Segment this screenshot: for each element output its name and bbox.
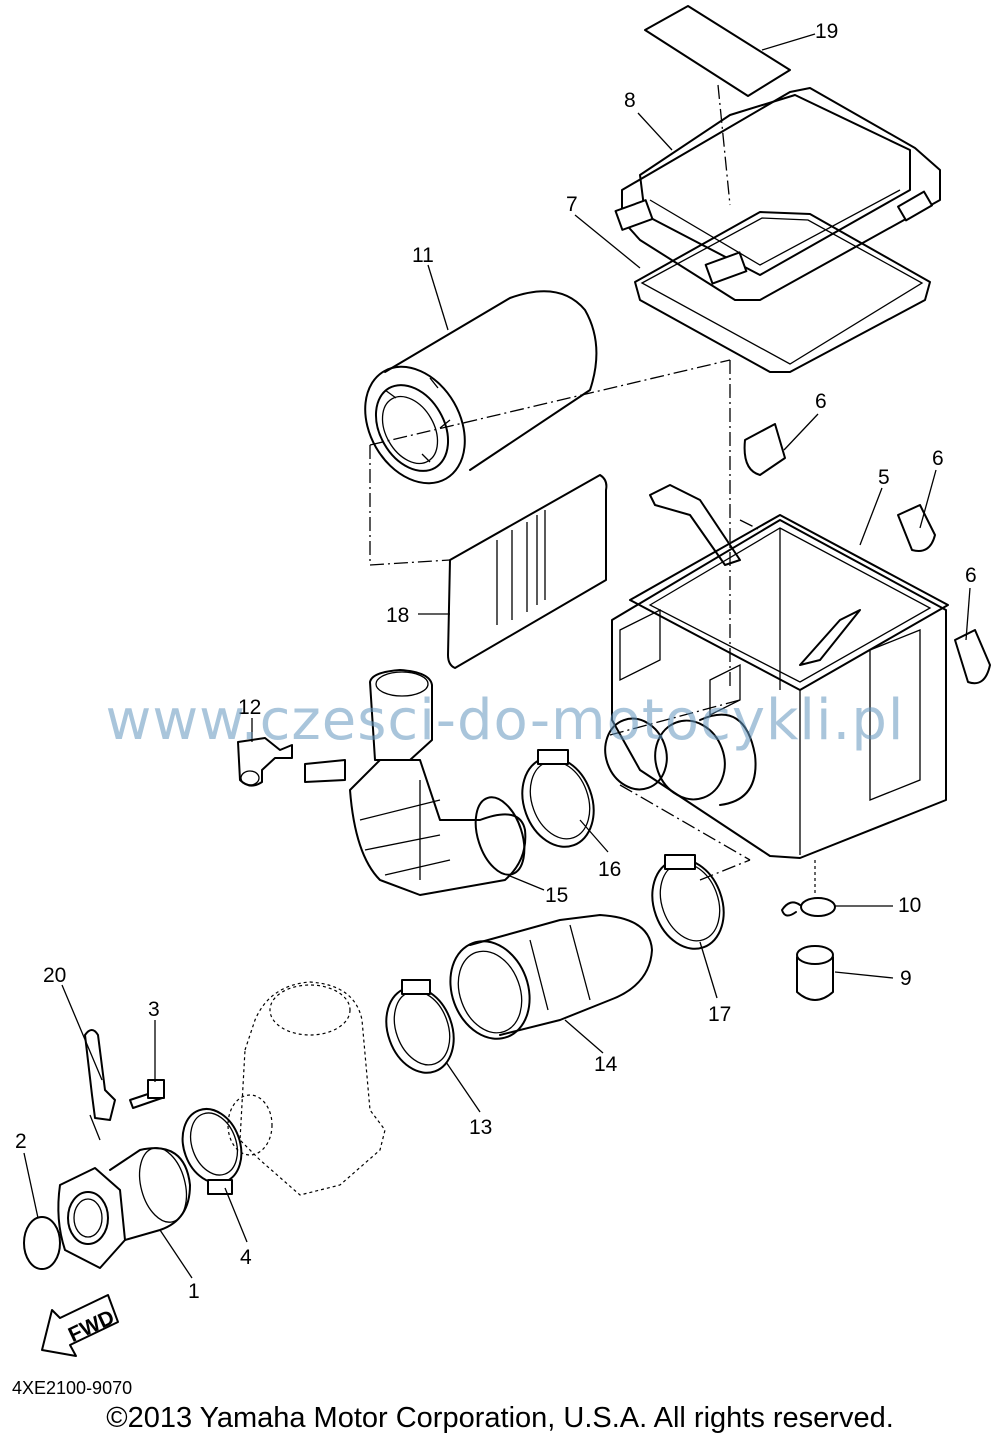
callout-16: 16 bbox=[598, 858, 621, 881]
carburetor-ghost bbox=[227, 981, 386, 1196]
callout-numbers: 19 8 7 11 6 6 5 6 18 12 16 15 10 9 20 3 … bbox=[15, 20, 977, 1303]
callout-5: 5 bbox=[878, 466, 890, 489]
fwd-arrow: FWD bbox=[41, 1294, 119, 1357]
assembly-lines bbox=[369, 84, 816, 895]
callout-10: 10 bbox=[898, 894, 921, 917]
part-13-clamp bbox=[385, 979, 455, 1074]
part-1-joint bbox=[57, 1147, 191, 1269]
part-10-clip bbox=[781, 897, 836, 917]
callout-6a: 6 bbox=[815, 390, 827, 413]
part-14-joint bbox=[449, 914, 653, 1040]
part-8-cover bbox=[614, 87, 941, 301]
copyright-notice: ©2013 Yamaha Motor Corporation, U.S.A. A… bbox=[106, 1402, 894, 1434]
part-19-label bbox=[644, 5, 791, 97]
part-12-elbow bbox=[237, 737, 293, 787]
callout-1: 1 bbox=[188, 1280, 200, 1303]
callout-15: 15 bbox=[545, 884, 568, 907]
callout-8: 8 bbox=[624, 89, 636, 112]
callout-3: 3 bbox=[148, 998, 160, 1021]
diagram-code: 4XE2100-9070 bbox=[12, 1378, 133, 1398]
part-17-clamp bbox=[651, 854, 725, 950]
callout-4: 4 bbox=[240, 1246, 252, 1269]
callout-14: 14 bbox=[594, 1053, 618, 1076]
part-5-air-case bbox=[611, 484, 949, 859]
watermark-text: www.czesci-do-motocykli.pl bbox=[105, 688, 905, 753]
callout-12: 12 bbox=[238, 696, 261, 719]
part-9-cap bbox=[796, 945, 834, 1001]
part-2-oring bbox=[23, 1216, 61, 1270]
callout-2: 2 bbox=[15, 1130, 27, 1153]
callout-6c: 6 bbox=[965, 564, 977, 587]
callout-13: 13 bbox=[469, 1116, 492, 1139]
callout-11: 11 bbox=[412, 244, 434, 267]
callout-17: 17 bbox=[708, 1003, 731, 1026]
part-3-screw bbox=[129, 1079, 165, 1109]
part-20-bracket bbox=[84, 1029, 116, 1141]
callout-19: 19 bbox=[815, 20, 838, 43]
callout-7: 7 bbox=[566, 193, 578, 216]
part-16-clamp bbox=[521, 749, 595, 848]
part-18-foam-sheet bbox=[447, 474, 608, 669]
part-11-air-filter bbox=[364, 290, 598, 485]
part-6-clips bbox=[743, 423, 991, 685]
part-7-gasket bbox=[634, 211, 931, 373]
part-15-hose bbox=[304, 669, 527, 896]
callout-20: 20 bbox=[43, 964, 66, 987]
part-5-intake-ducts bbox=[604, 713, 757, 806]
callout-6b: 6 bbox=[932, 447, 944, 470]
callout-9: 9 bbox=[900, 967, 912, 990]
callout-18: 18 bbox=[386, 604, 409, 627]
leader-lines bbox=[23, 33, 971, 1279]
